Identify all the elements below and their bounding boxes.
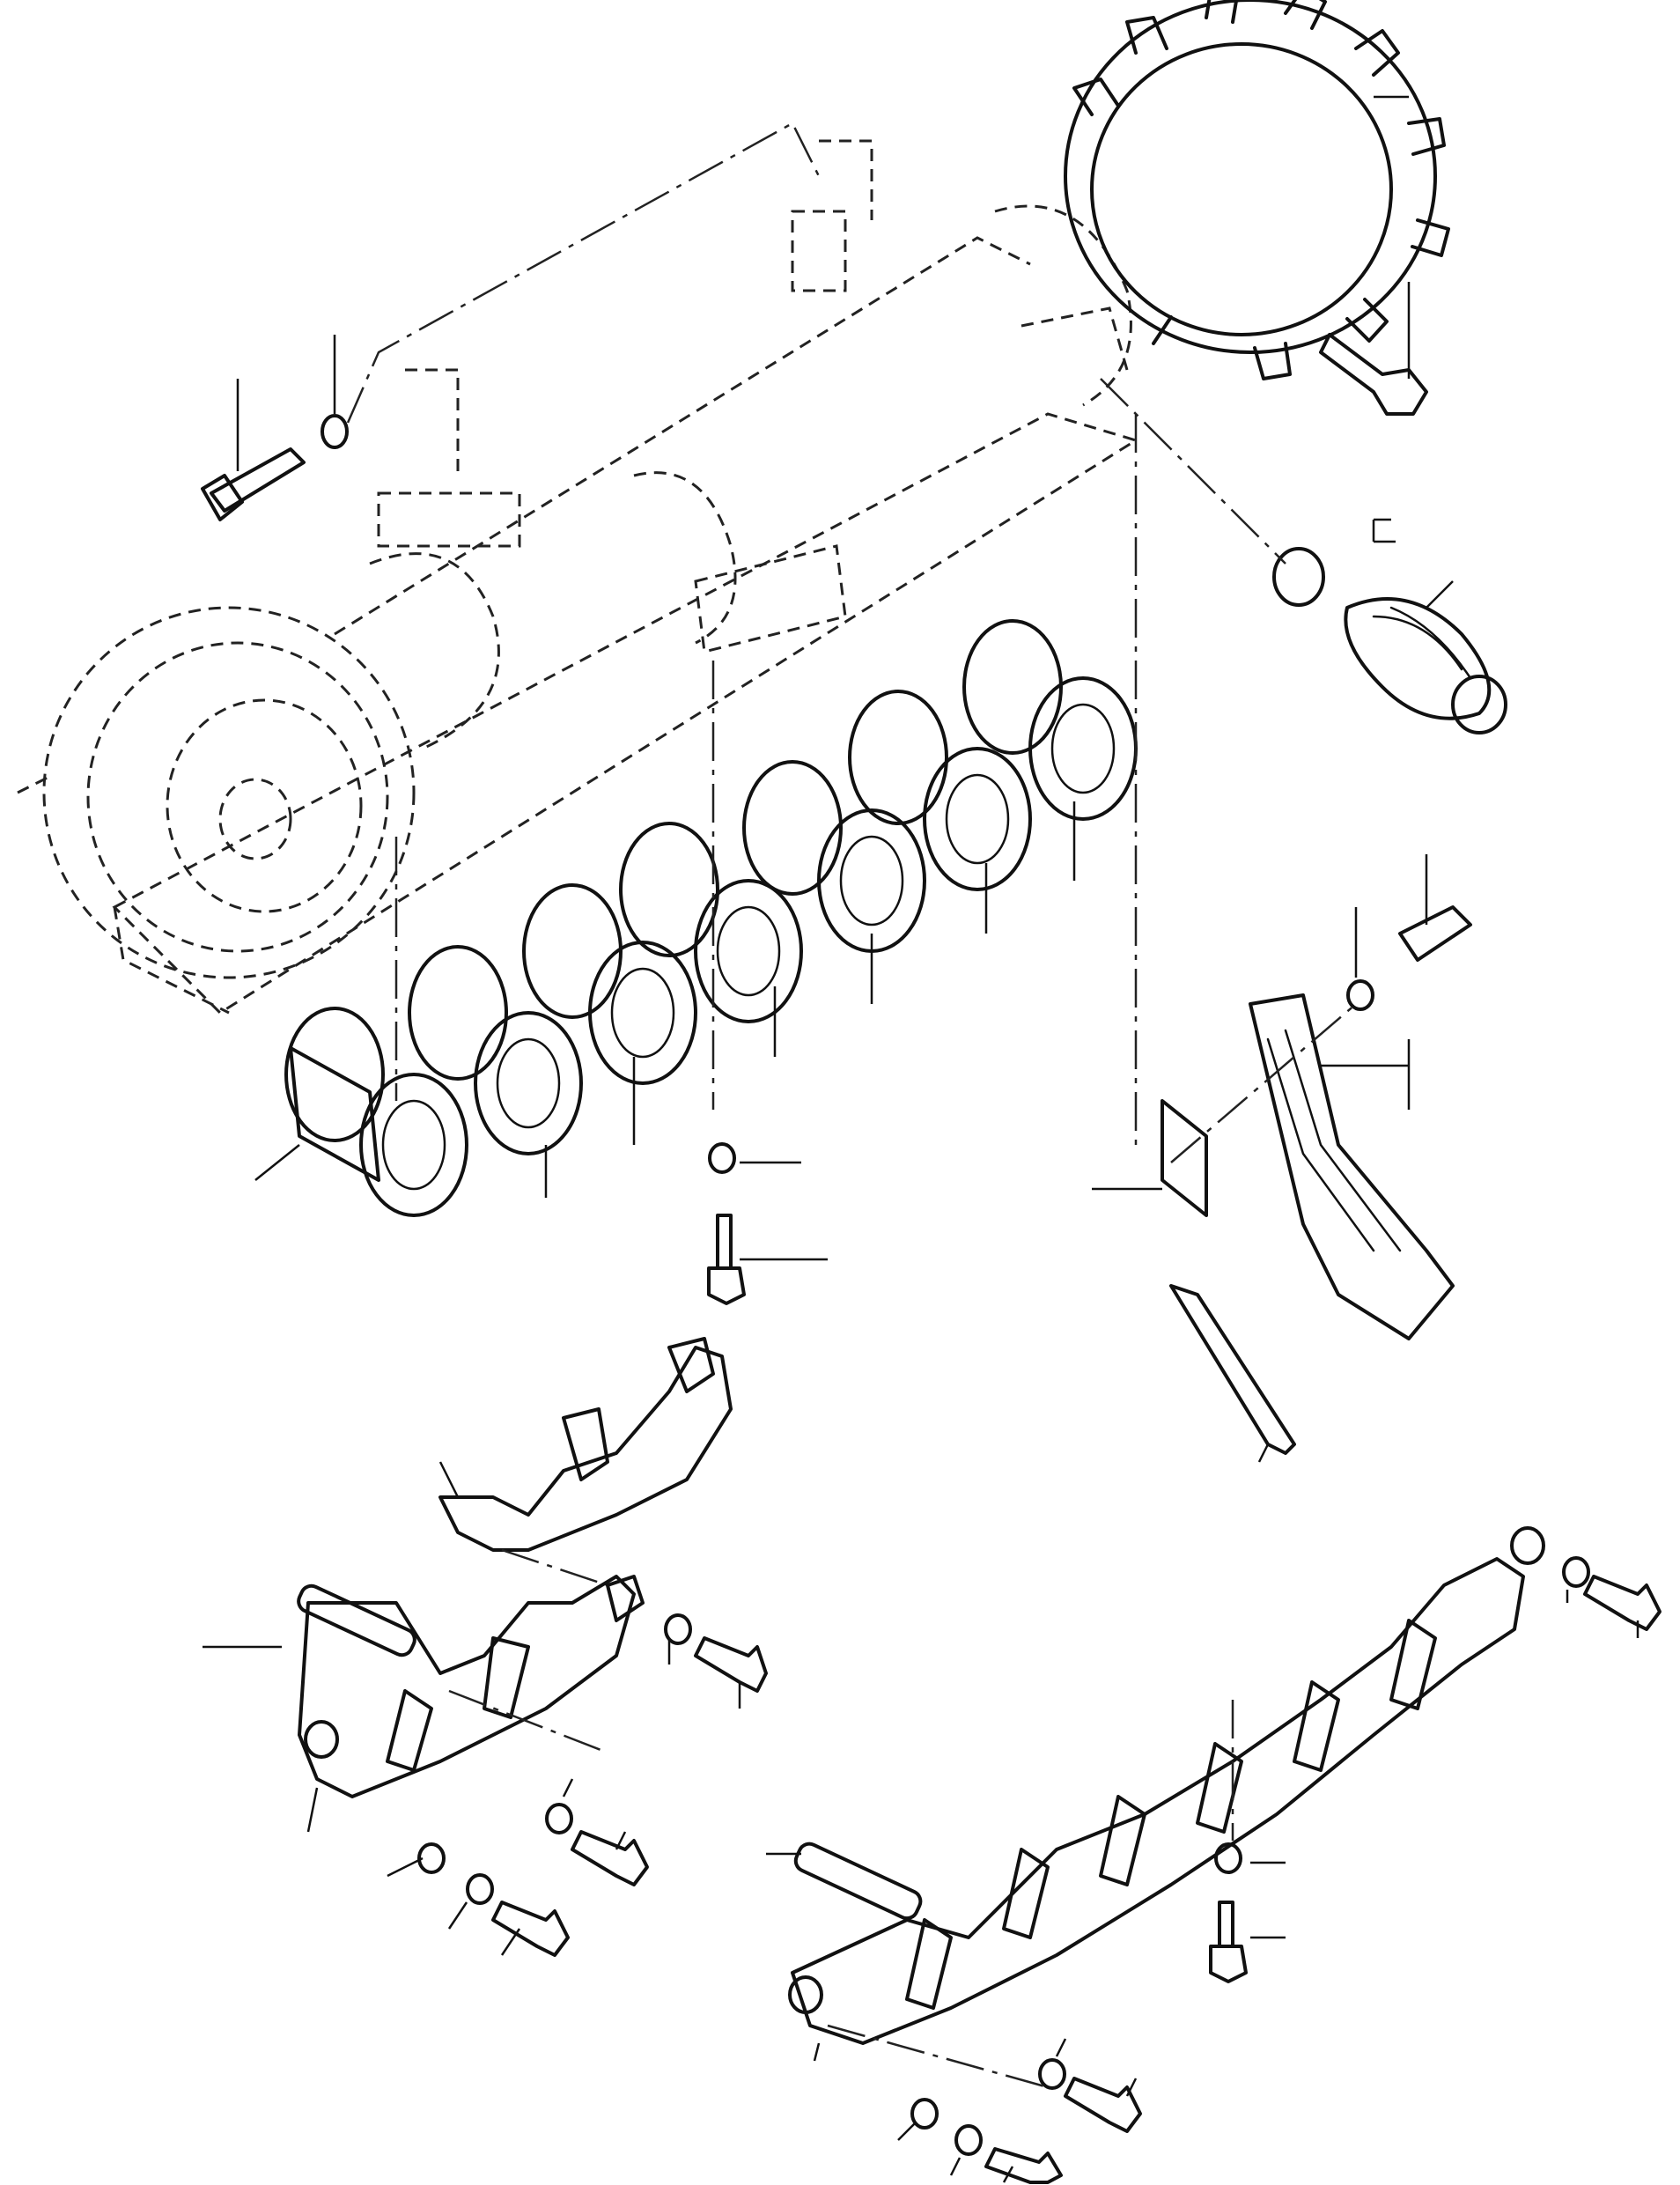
nut xyxy=(910,2098,939,2130)
roller-bolt xyxy=(707,1142,828,1305)
washer xyxy=(954,2124,983,2156)
track-roller-2 xyxy=(408,945,583,1155)
idler-wheel xyxy=(17,606,416,979)
washer xyxy=(664,1613,692,1645)
lock-washer xyxy=(545,1803,573,1834)
rock-guard-left xyxy=(203,1575,645,1833)
lock-washer xyxy=(321,414,349,449)
track-roller-6 xyxy=(848,690,1032,891)
carrier-roller xyxy=(1100,378,1507,734)
guard-bracket xyxy=(1092,854,1472,1340)
rock-guard-right-bolts xyxy=(827,1556,1662,2184)
washer xyxy=(1346,979,1374,1011)
washer xyxy=(1562,1556,1590,1588)
rock-guard-left-bolts xyxy=(387,1613,768,1957)
nut xyxy=(1214,1842,1242,1874)
guard-pin xyxy=(793,1842,923,1921)
rock-guard-right xyxy=(766,1526,1545,2062)
guard-plate xyxy=(1169,1284,1296,1463)
frame-bolt-top-left xyxy=(201,122,821,521)
guard-pin xyxy=(297,1583,416,1657)
track-rollers xyxy=(254,414,1138,1217)
track-roller-4 xyxy=(619,822,803,1023)
track-roller-7 xyxy=(962,619,1138,821)
track-roller-1 xyxy=(284,1007,468,1217)
nut xyxy=(417,1842,446,1874)
track-roller-3 xyxy=(522,883,697,1085)
lock-washer xyxy=(1038,2058,1066,2090)
rock-guard-small xyxy=(438,1337,733,1587)
track-frame xyxy=(112,139,1139,1015)
sprocket xyxy=(1064,0,1450,380)
washer xyxy=(1272,547,1325,607)
sprocket-bolt xyxy=(1319,282,1428,416)
lock-washer xyxy=(708,1142,736,1174)
washer xyxy=(466,1873,494,1905)
